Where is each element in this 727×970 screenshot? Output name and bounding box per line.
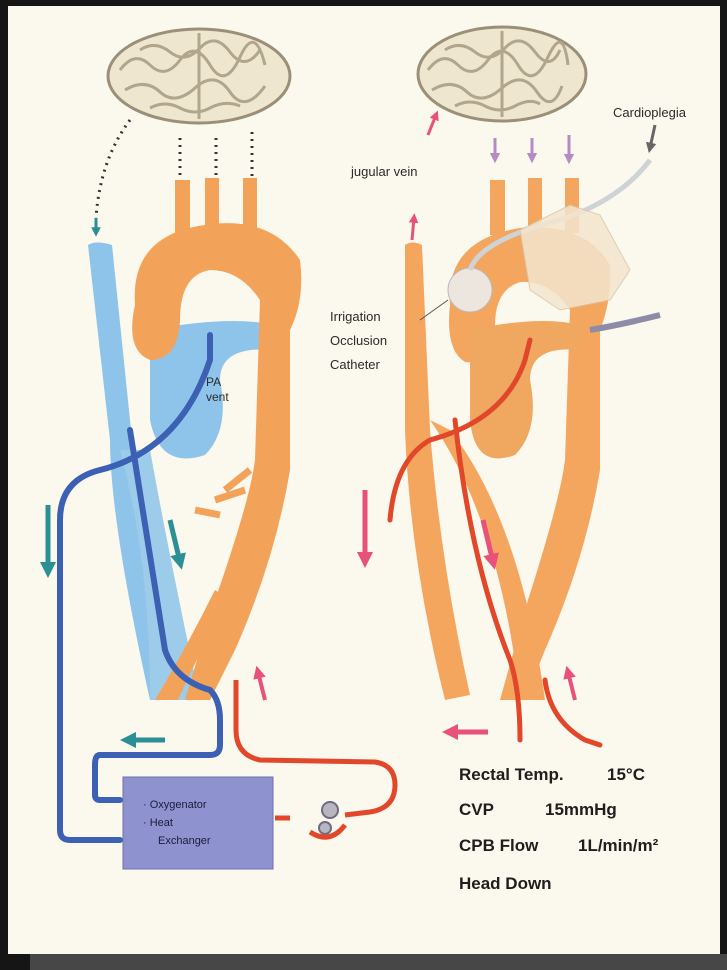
balloon-catheter-icon xyxy=(448,268,492,312)
vent-label: vent xyxy=(206,390,229,404)
catheter-label: Catheter xyxy=(330,357,381,372)
brain-right-icon xyxy=(418,27,586,121)
cardioplegia-label: Cardioplegia xyxy=(613,105,687,120)
cvp-label: CVP xyxy=(459,800,494,819)
rectal-temp-value: 15°C xyxy=(607,765,645,784)
oxygenator-label: · Oxygenator xyxy=(143,799,207,811)
jugular-vein-label: jugular vein xyxy=(350,164,418,179)
irrigation-label: Irrigation xyxy=(330,309,381,324)
occlusion-label: Occlusion xyxy=(330,333,387,348)
arrow-up-icon xyxy=(412,218,414,240)
brain-left-icon xyxy=(108,29,290,123)
cpb-flow-value: 1L/min/m² xyxy=(578,836,659,855)
exchanger-label: Exchanger xyxy=(158,835,211,847)
rectal-temp-label: Rectal Temp. xyxy=(459,765,564,784)
cvp-value: 15mmHg xyxy=(545,800,617,819)
heat-label: · Heat xyxy=(143,817,173,829)
pa-label: PA xyxy=(206,375,221,389)
head-down-label: Head Down xyxy=(459,874,552,893)
bottom-bar xyxy=(30,954,727,970)
cpb-flow-label: CPB Flow xyxy=(459,836,539,855)
